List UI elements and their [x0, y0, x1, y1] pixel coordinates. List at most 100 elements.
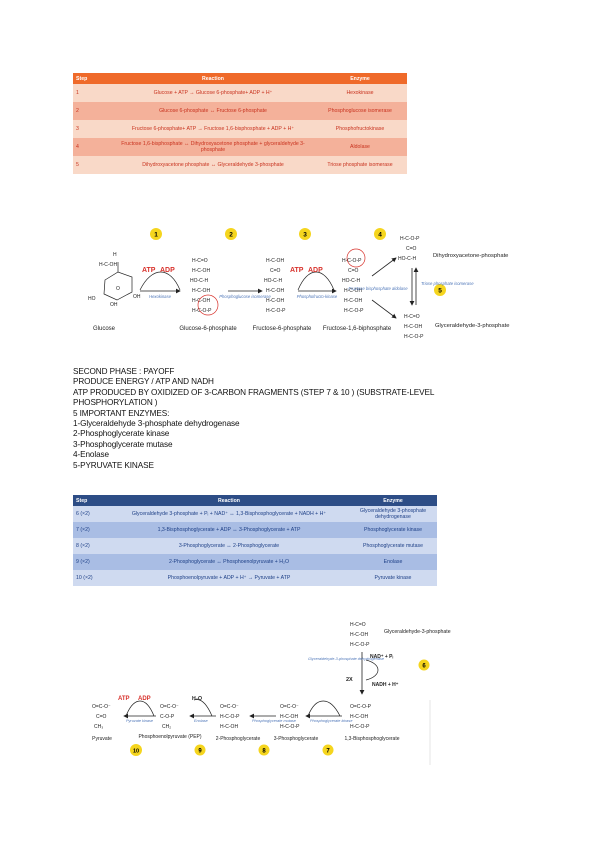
reaction-cell: Glyceraldehyde 3-phosphate + Pᵢ + NAD⁺ ↔…: [109, 506, 349, 522]
table-row: 10 (×2) Phosphoenolpyruvate + ADP + H⁺ →…: [73, 570, 437, 586]
svg-text:OH: OH: [110, 302, 118, 308]
svg-text:H-C-O-P: H-C-O-P: [344, 308, 364, 314]
svg-text:2: 2: [229, 232, 233, 239]
reaction-cell: Fructose 1,6-bisphosphate ↔ Dihydroxyace…: [113, 138, 313, 156]
svg-text:H-C-O-P: H-C-O-P: [400, 236, 420, 242]
header-step: Step: [73, 73, 113, 84]
svg-text:HO-C-H: HO-C-H: [190, 278, 208, 284]
enzyme-cell: Triose phosphate isomerase: [313, 156, 407, 174]
atp-label: ATP: [142, 267, 156, 274]
step-cell: 2: [73, 102, 113, 120]
table-row: 3 Fructose 6-phosphate+ ATP → Fructose 1…: [73, 120, 407, 138]
svg-text:HO: HO: [88, 296, 96, 302]
svg-text:H-C-OH: H-C-OH: [266, 288, 284, 294]
header-reaction: Reaction: [109, 495, 349, 506]
note-line: PHOSPHORYLATION ): [73, 398, 158, 408]
step-cell: 7 (×2): [73, 522, 109, 538]
enzyme-pgi: Phosphoglucose isomerase: [219, 294, 271, 299]
step-cell: 5: [73, 156, 113, 174]
table-row: 2 Glucose 6-phosphate ↔ Fructose 6-phosp…: [73, 102, 407, 120]
glycolysis-phase1-table: Step Reaction Enzyme 1 Glucose + ATP → G…: [73, 73, 407, 174]
header-enzyme: Enzyme: [349, 495, 437, 506]
reaction-arrow: [371, 257, 397, 277]
table-row: 9 (×2) 2-Phosphoglycerate ↔ Phosphoenolp…: [73, 554, 437, 570]
enzyme-tpi: Triose phosphate isomerase: [421, 281, 474, 286]
label-glucose: Glucose: [93, 326, 116, 332]
enzyme-cell: Pyruvate kinase: [349, 570, 437, 586]
svg-text:H-C-OH: H-C-OH: [192, 288, 210, 294]
enzyme-cell: Glyceraldehyde 3-phosphate dehydrogenase: [349, 506, 437, 522]
enzyme-cell: Hexokinase: [313, 84, 407, 102]
enzyme-hexokinase: Hexokinase: [149, 294, 172, 299]
svg-text:H-C-OH: H-C-OH: [344, 298, 362, 304]
step-cell: 3: [73, 120, 113, 138]
svg-text:HO-C-H: HO-C-H: [264, 278, 282, 284]
cofactor-curve: [139, 271, 181, 291]
step-cell: 9 (×2): [73, 554, 109, 570]
note-line: 1-Glyceraldehyde 3-phosphate dehydrogena…: [73, 419, 240, 429]
step-badge-3: 3: [299, 228, 311, 240]
svg-text:O: O: [116, 286, 120, 292]
step-cell: 6 (×2): [73, 506, 109, 522]
svg-text:5: 5: [438, 288, 442, 295]
svg-text:H-C-OH: H-C-OH: [344, 288, 362, 294]
table-row: 7 (×2) 1,3-Bisphosphoglycerate + ADP ↔ 3…: [73, 522, 437, 538]
svg-text:3: 3: [303, 232, 307, 239]
step-cell: 8 (×2): [73, 538, 109, 554]
note-line: 5-PYRUVATE KINASE: [73, 460, 154, 470]
svg-text:H-C-O-P: H-C-O-P: [266, 308, 286, 314]
table-row: 4 Fructose 1,6-bisphosphate ↔ Dihydroxya…: [73, 138, 407, 156]
svg-text:H-C-O-P: H-C-O-P: [404, 334, 424, 340]
phosphate-highlight: [197, 294, 219, 316]
reaction-cell: 1,3-Bisphosphoglycerate + ADP ↔ 3-Phosph…: [109, 522, 349, 538]
enzyme-cell: Phosphoglycerate kinase: [349, 522, 437, 538]
phosphate-highlight: [346, 248, 366, 268]
note-line: 2-Phosphoglycerate kinase: [73, 429, 170, 439]
label-f16bp: Fructose-1,6-biphosphate: [323, 326, 392, 332]
adp-label: ADP: [160, 267, 175, 274]
label-gap: Glyceraldehyde-3-phosphate: [435, 323, 509, 329]
note-line: ATP PRODUCED BY OXIDIZED OF 3-CARBON FRA…: [73, 387, 435, 397]
svg-text:H-C=O: H-C=O: [404, 314, 420, 320]
label-g6p: Glucose-6-phosphate: [179, 326, 237, 332]
svg-text:C=O: C=O: [270, 268, 281, 274]
note-line: 3-Phosphoglycerate mutase: [73, 439, 173, 449]
step-cell: 4: [73, 138, 113, 156]
table-row: 5 Dihydroxyacetone phosphate ↔ Glycerald…: [73, 156, 407, 174]
table-row: 1 Glucose + ATP → Glucose 6-phosphate+ A…: [73, 84, 407, 102]
note-line: SECOND PHASE : PAYOFF: [73, 367, 175, 376]
reaction-arrow: [371, 299, 397, 319]
svg-text:1: 1: [154, 232, 158, 239]
svg-text:H-C-OH: H-C-OH: [404, 324, 422, 330]
step-badge-2: 2: [225, 228, 237, 240]
svg-text:H-C-OH: H-C-OH: [192, 268, 210, 274]
fructose-16-bisphosphate-structure: H-C-O-P C=O HO-C-H H-C-OH H-C-OH H-C-O-P: [342, 258, 364, 314]
step-cell: 1: [73, 84, 113, 102]
note-line: 4-Enolase: [73, 450, 109, 460]
svg-text:H: H: [113, 252, 117, 258]
note-line: PRODUCE ENERGY / ATP AND NADH: [73, 377, 214, 387]
reaction-cell: Glucose + ATP → Glucose 6-phosphate+ ADP…: [113, 84, 313, 102]
dhap-structure: H-C-O-P C=O HO-C-H: [398, 236, 420, 262]
enzyme-pfk: Phosphofructo-kinase: [297, 294, 338, 299]
enzyme-aldolase: Fructose bisphosphate aldolase: [348, 286, 408, 291]
note-line: 5 IMPORTANT ENZYMES:: [73, 408, 170, 418]
reaction-cell: Dihydroxyacetone phosphate ↔ Glyceraldeh…: [113, 156, 313, 174]
adp-label: ADP: [308, 267, 323, 274]
svg-text:H-C-OH: H-C-OH: [99, 262, 117, 268]
step-badge-1: 1: [150, 228, 162, 240]
glycolysis-phase2-table: Step Reaction Enzyme 6 (×2) Glyceraldehy…: [73, 495, 437, 586]
svg-text:H-C=O: H-C=O: [192, 258, 208, 264]
svg-text:OH: OH: [133, 294, 141, 300]
svg-text:4: 4: [378, 232, 382, 239]
svg-text:H-C-OH: H-C-OH: [192, 298, 210, 304]
header-step: Step: [73, 495, 109, 506]
reaction-cell: Glucose 6-phosphate ↔ Fructose 6-phospha…: [113, 102, 313, 120]
label-dhap: Dihydroxyacetone-phosphate: [433, 253, 508, 259]
step-cell: 10 (×2): [73, 570, 109, 586]
reaction-cell: 2-Phosphoglycerate ↔ Phosphoenolpyruvate…: [109, 554, 349, 570]
svg-text:H-C-OH: H-C-OH: [266, 258, 284, 264]
enzyme-cell: Enolase: [349, 554, 437, 570]
svg-text:C=O: C=O: [406, 246, 417, 252]
